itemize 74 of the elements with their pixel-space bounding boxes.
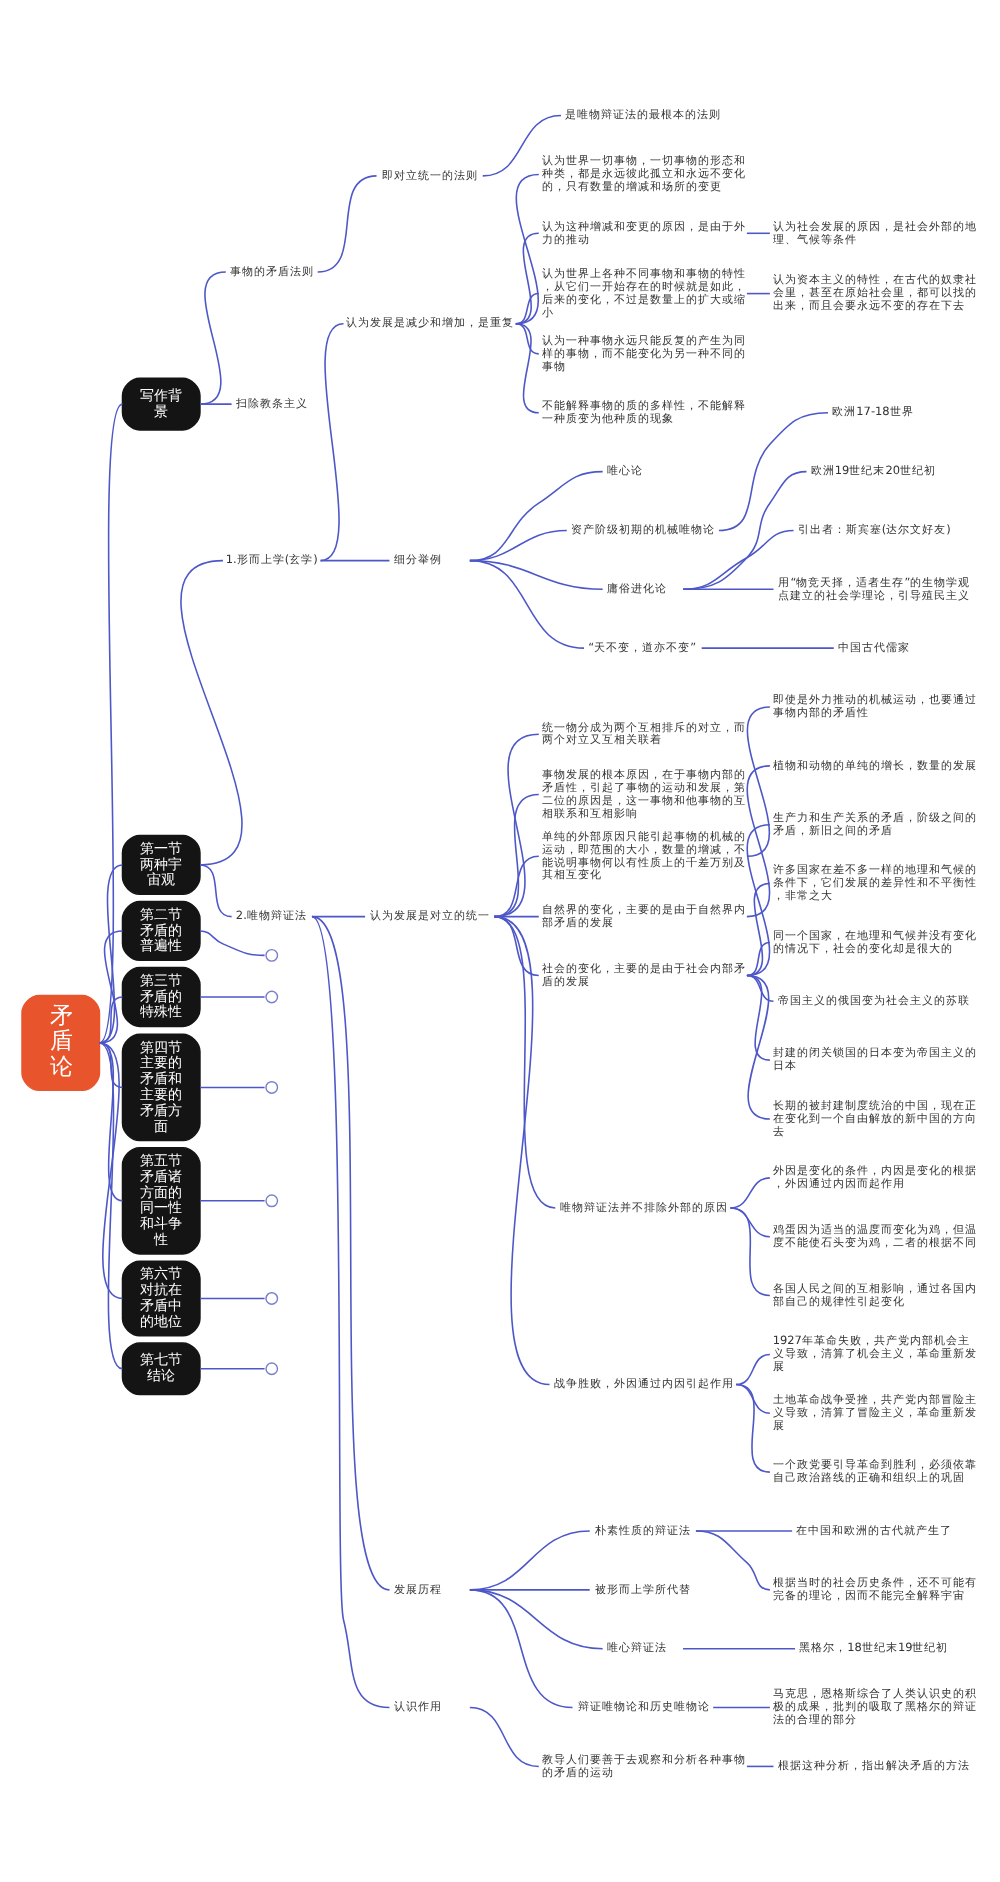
connector (682, 470, 808, 591)
node-box: 第五节矛盾诸方面的同一性和斗争性 (121, 1147, 201, 1255)
connector (98, 1042, 124, 1202)
connector (746, 974, 775, 1003)
connector (746, 823, 771, 977)
connector (98, 403, 124, 1044)
connector (746, 1765, 775, 1768)
connector (180, 559, 243, 866)
node-circle (265, 1292, 279, 1305)
node-circle (265, 948, 279, 962)
connector (98, 996, 124, 1044)
node-box: 第二节矛盾的普遍性 (121, 900, 201, 962)
connector (316, 175, 378, 273)
connector (98, 930, 124, 1044)
connector (469, 1589, 574, 1709)
connector (319, 559, 391, 562)
connector (493, 793, 540, 918)
connector (515, 232, 540, 325)
node-circle (265, 1080, 279, 1094)
connector (682, 529, 795, 591)
connector (700, 647, 835, 649)
node-circle (265, 990, 279, 1004)
connector (718, 411, 829, 532)
connector (493, 733, 540, 918)
node-circle (265, 1362, 279, 1376)
connector (98, 1042, 124, 1300)
connector (98, 1042, 124, 1089)
node-box: 第一节两种宇宙观 (121, 834, 201, 896)
connector (746, 882, 771, 977)
node-box: 写作背景 (121, 377, 201, 431)
connector (712, 1706, 771, 1709)
connector (493, 855, 540, 918)
connector (735, 1383, 771, 1473)
connector (746, 232, 771, 235)
connector (746, 706, 771, 858)
connector (98, 1042, 124, 1370)
node-box: 第四节主要的矛盾和主要的矛盾方面 (121, 1033, 201, 1142)
connector (682, 1647, 796, 1650)
connector (199, 1200, 266, 1202)
connector (515, 322, 540, 355)
connector (746, 941, 771, 977)
connector (98, 864, 124, 1044)
connector (199, 864, 233, 918)
connector (746, 974, 771, 1120)
connector (746, 292, 771, 295)
connector (729, 1207, 771, 1238)
connector (682, 588, 775, 591)
connector (319, 322, 345, 562)
node-box: 第三节矛盾的特殊性 (121, 966, 201, 1028)
connector (729, 1177, 771, 1209)
connector (199, 403, 233, 405)
connector (199, 996, 266, 998)
connector (469, 470, 604, 562)
node-box: 第六节对抗在矛盾中的地位 (121, 1260, 201, 1337)
connector (493, 915, 551, 1386)
node-box: 矛盾论 (21, 994, 101, 1091)
connector (469, 559, 585, 649)
connector (311, 915, 366, 918)
connector (729, 1207, 771, 1297)
connector (199, 930, 266, 957)
connector (515, 173, 540, 325)
connector (199, 1297, 266, 1300)
connector (199, 271, 227, 405)
connector (515, 292, 540, 325)
node-box: 第七节结论 (121, 1342, 201, 1396)
connector (746, 765, 771, 918)
connector (481, 114, 562, 177)
connector (735, 1353, 771, 1386)
connector (493, 915, 557, 1209)
connector (199, 1368, 266, 1370)
connector (199, 1086, 266, 1089)
connector (695, 1530, 771, 1591)
connector (469, 1706, 540, 1768)
node-circle (265, 1194, 279, 1208)
